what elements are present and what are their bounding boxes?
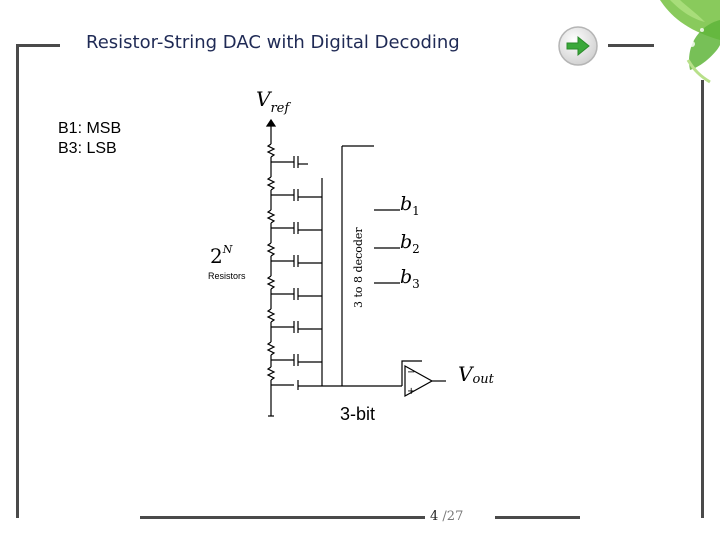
resistor-count-base: 2 (210, 244, 223, 268)
input-b2-sub: 2 (412, 242, 420, 256)
frame-top-left-line (16, 44, 60, 47)
legend-msb: B1: MSB (58, 120, 122, 137)
bit-legend: B1: MSB B3: LSB (58, 119, 121, 159)
frame-right-line (701, 80, 704, 518)
input-b1-label: b (400, 193, 412, 215)
switch-taps (271, 156, 322, 390)
svg-text:b2: b2 (400, 231, 420, 256)
vout-label: V (458, 362, 475, 386)
input-b2-label: b (400, 231, 412, 253)
dac-circuit-diagram: Vref 2N Resistors 3 to 8 decoder b1 b2 b… (208, 87, 495, 424)
opamp-plus: + (407, 386, 415, 397)
frame-bottom-left-line (140, 516, 425, 519)
frame-top-right-line (608, 44, 654, 47)
resistors-label: Resistors (208, 271, 246, 281)
vref-subscript: ref (270, 101, 291, 116)
svg-text:b3: b3 (400, 266, 420, 291)
vref-arrow-icon (265, 118, 277, 127)
vout-subscript: out (472, 372, 494, 387)
svg-text:Vref: Vref (256, 87, 291, 116)
svg-text:Vout: Vout (458, 362, 495, 387)
svg-text:b1: b1 (400, 193, 420, 218)
input-b1-sub: 1 (412, 204, 420, 218)
vref-label: V (256, 87, 273, 111)
resistor-count-exp: N (222, 243, 233, 256)
frame-left-line (16, 44, 19, 518)
page-current: 4 (430, 509, 439, 524)
opamp-minus: − (407, 367, 415, 378)
svg-text:2N: 2N (210, 243, 233, 268)
page-total: /27 (442, 509, 464, 524)
legend-lsb: B3: LSB (58, 140, 117, 157)
decoder-label: 3 to 8 decoder (352, 227, 365, 308)
page-number: 4 /27 (430, 509, 500, 524)
opamp-symbol (404, 364, 434, 398)
next-slide-button[interactable] (556, 24, 600, 68)
arrow-right-icon (558, 26, 598, 66)
input-b3-label: b (400, 266, 412, 288)
resistor-string (266, 140, 276, 417)
frame-bottom-right-line (495, 516, 580, 519)
slide-title: Resistor-String DAC with Digital Decodin… (86, 32, 460, 53)
bits-label: 3-bit (340, 404, 375, 424)
input-b3-sub: 3 (412, 277, 420, 291)
leaf-icon (660, 0, 720, 84)
